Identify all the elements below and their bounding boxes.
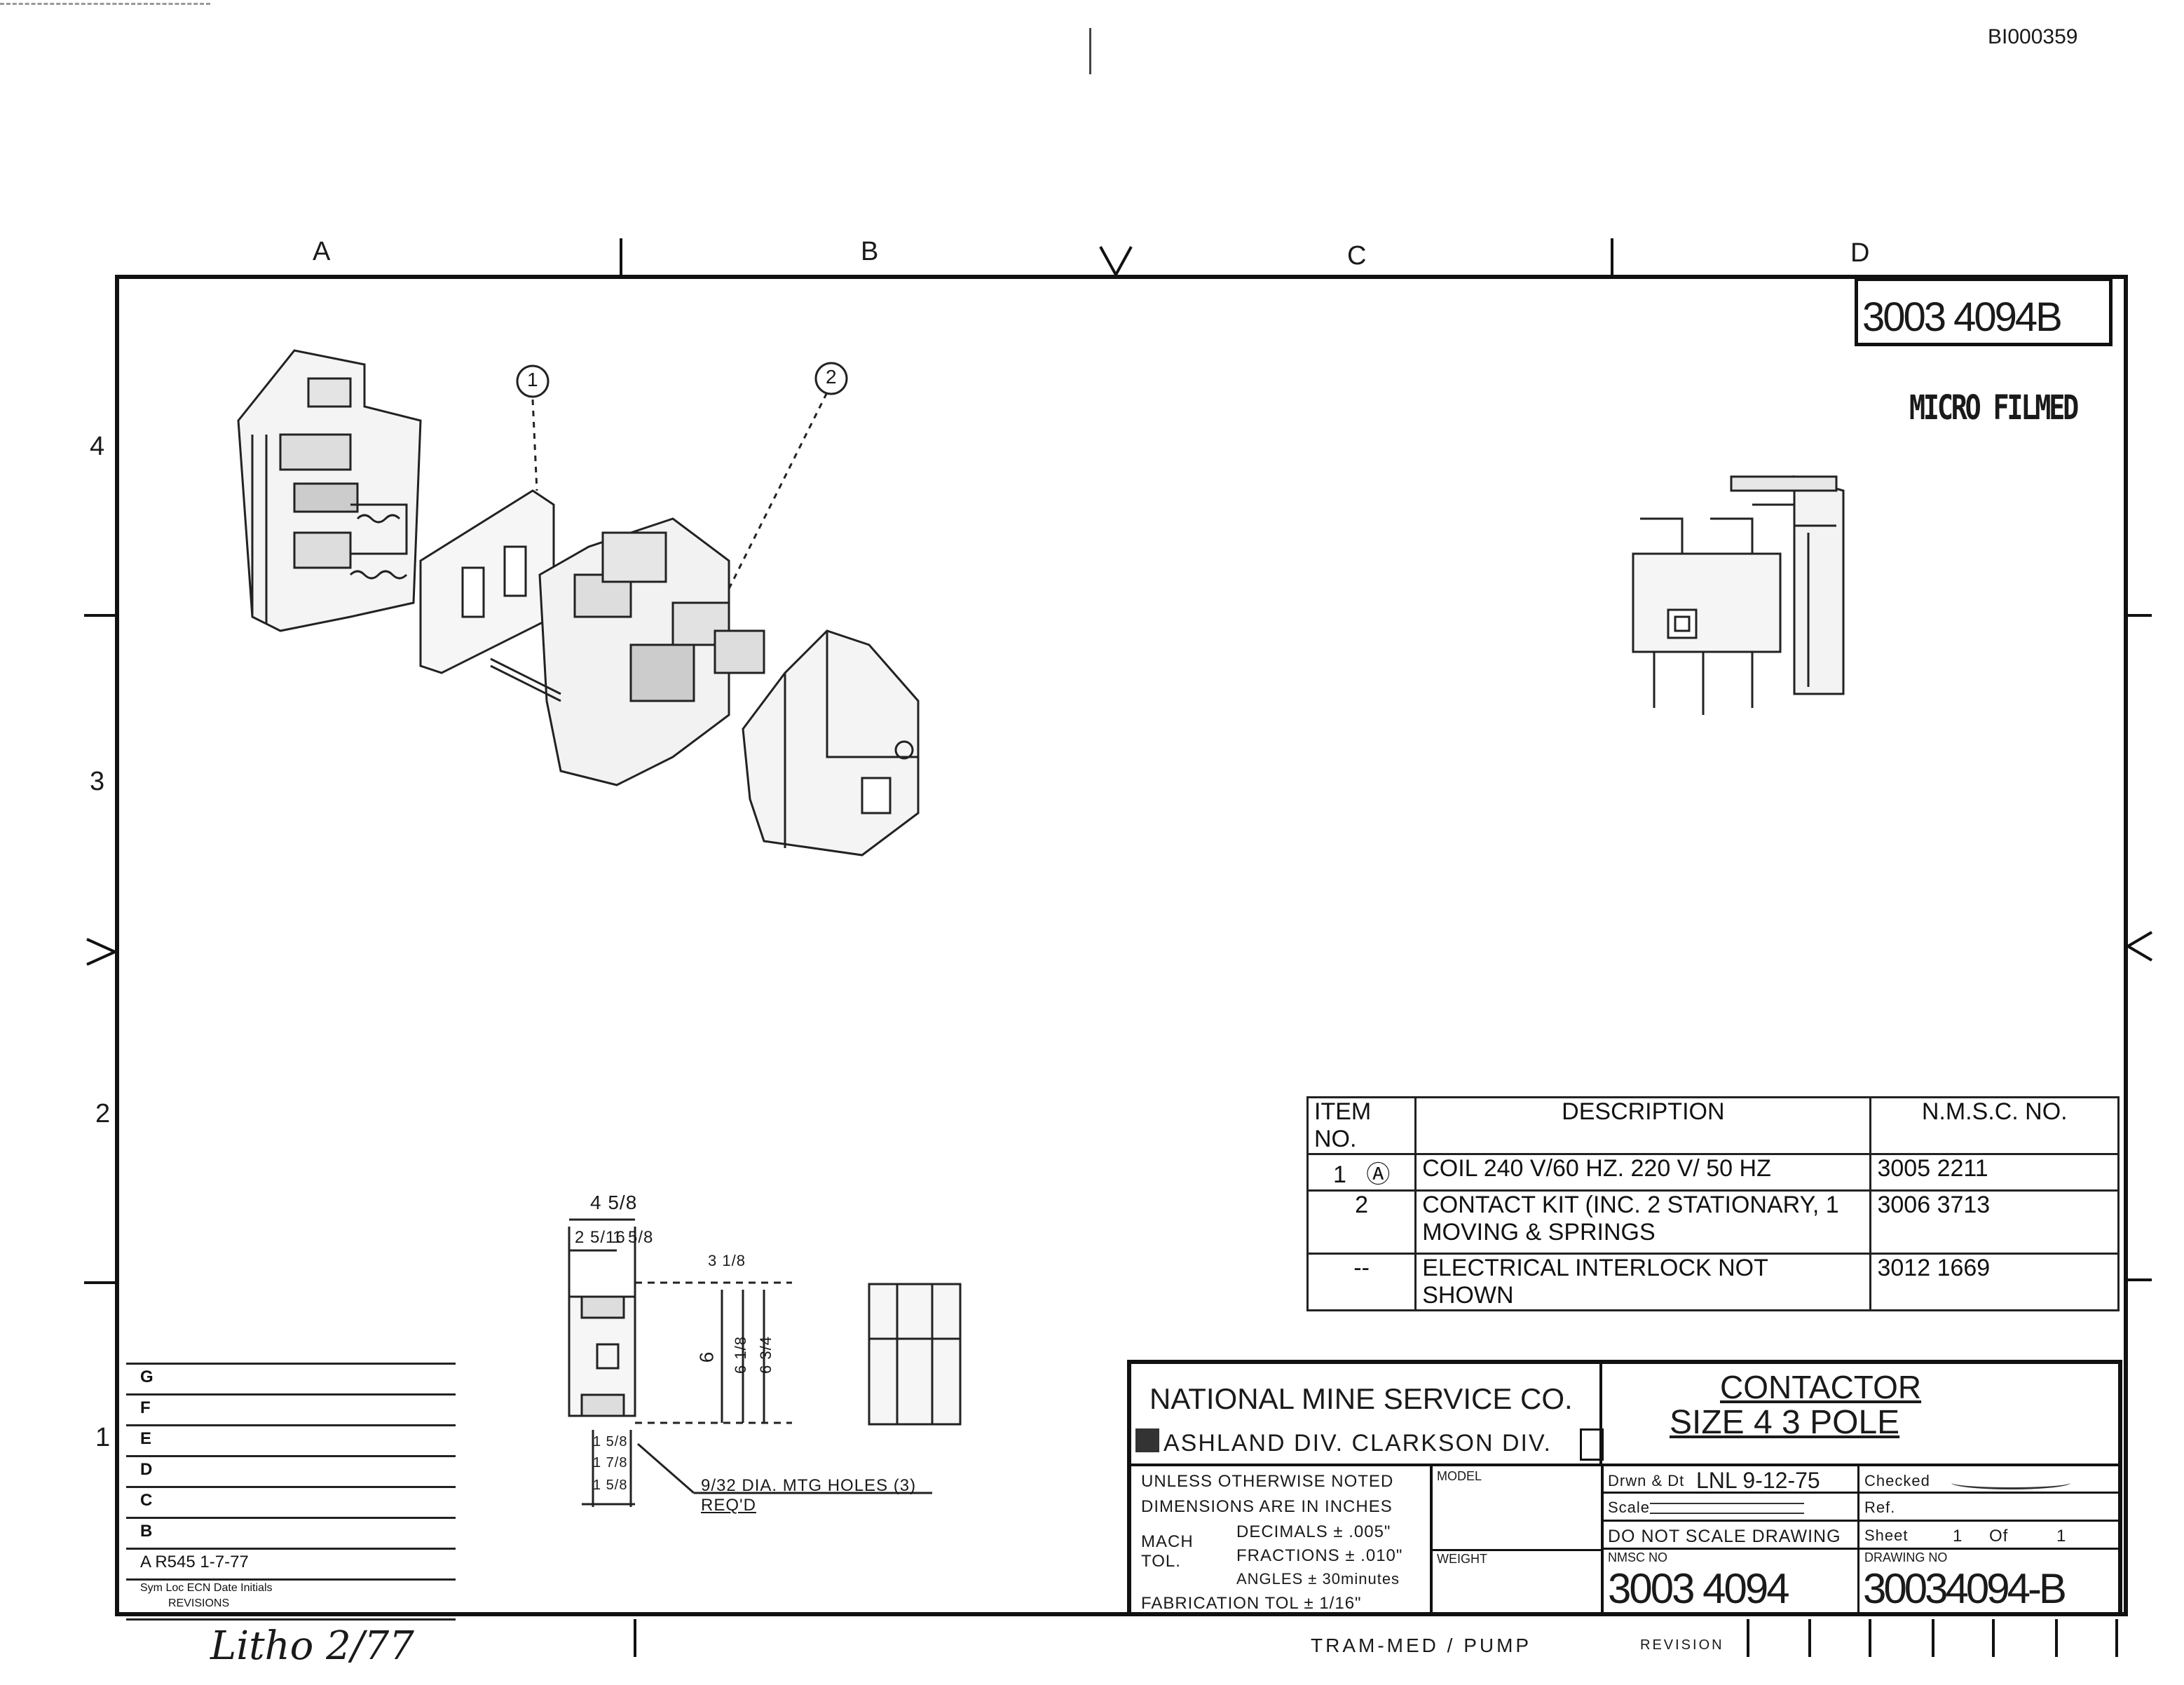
fabrication-tolerance: FABRICATION TOL ± 1/16" xyxy=(1141,1594,1362,1613)
scale-label: Scale xyxy=(1608,1499,1651,1516)
bom-header-number: N.M.S.C. NO. xyxy=(1869,1096,2120,1155)
bom-description: COIL 240 V/60 HZ. 220 V/ 50 HZ xyxy=(1414,1153,1872,1192)
dim-overall-width: 4 5/8 xyxy=(590,1192,638,1213)
dim-right-width: 1 5/8 xyxy=(613,1228,654,1247)
bom-row-3: -- ELECTRICAL INTERLOCK NOT SHOWN 3012 1… xyxy=(1306,1253,2120,1311)
of-value: 1 xyxy=(2056,1527,2067,1546)
revisions-block: G F E D C B A R545 1-7-77 Sym Loc ECN Da… xyxy=(126,1363,456,1621)
revision-row-f: F xyxy=(126,1393,456,1426)
dim-hole-2: 1 7/8 xyxy=(593,1455,628,1471)
bom-number: 3006 3713 xyxy=(1869,1189,2120,1255)
zone-row-3: 3 xyxy=(90,767,105,796)
tol-angles: ANGLES ± 30minutes xyxy=(1236,1570,1400,1588)
notes-cell xyxy=(1131,1466,1433,1616)
drawing-frame xyxy=(115,275,2128,1616)
bom-header-item: ITEM NO. xyxy=(1306,1096,1417,1155)
drawing-no-value: 30034094-B xyxy=(1863,1565,2067,1612)
revision-row-e: E xyxy=(126,1424,456,1457)
model-cell xyxy=(1430,1466,1604,1616)
bom-header-description: DESCRIPTION xyxy=(1414,1096,1872,1155)
dim-left-width: 2 5/16 xyxy=(575,1228,626,1247)
notes-line-2: DIMENSIONS ARE IN INCHES xyxy=(1141,1497,1393,1516)
model-label: MODEL xyxy=(1437,1469,1482,1483)
microfilmed-stamp: MICRO FILMED xyxy=(1909,388,2079,428)
zone-col-b: B xyxy=(861,237,879,266)
balloon-2-label: 2 xyxy=(826,366,837,388)
division-logo xyxy=(1135,1428,1159,1452)
info-grid xyxy=(1601,1464,2122,1616)
company-cell xyxy=(1131,1364,1602,1466)
mach-tol-label: MACH TOL. xyxy=(1141,1532,1194,1571)
bom-item: -- xyxy=(1306,1253,1417,1311)
drawn-value: LNL 9-12-75 xyxy=(1696,1468,1820,1493)
zone-col-a: A xyxy=(313,237,331,266)
bom-description: ELECTRICAL INTERLOCK NOT SHOWN xyxy=(1414,1253,1872,1311)
tram-note: TRAM-MED / PUMP xyxy=(1311,1635,1532,1656)
checked-label: Checked xyxy=(1864,1472,1930,1489)
scan-artifact xyxy=(0,3,210,8)
scale-lines xyxy=(1650,1503,1804,1514)
revision-row-b: B xyxy=(126,1517,456,1550)
bom-number: 3012 1669 xyxy=(1869,1253,2120,1311)
weight-label: WEIGHT xyxy=(1437,1552,1487,1566)
bom-number: 3005 2211 xyxy=(1869,1153,2120,1192)
nmsc-value: 3003 4094 xyxy=(1608,1565,1790,1612)
checked-signature xyxy=(1951,1476,2070,1489)
dim-hole-3: 1 5/8 xyxy=(593,1478,628,1493)
division-names: ASHLAND DIV. CLARKSON DIV. xyxy=(1163,1430,1552,1457)
bom-header-row: ITEM NO. DESCRIPTION N.M.S.C. NO. xyxy=(1306,1096,2120,1155)
do-not-scale-note: DO NOT SCALE DRAWING xyxy=(1608,1527,1841,1546)
ref-label: Ref. xyxy=(1864,1499,1896,1516)
zone-col-d: D xyxy=(1850,238,1870,268)
mounting-holes-note: 9/32 DIA. MTG HOLES (3) REQ'D xyxy=(701,1476,917,1515)
bom-item: 2 xyxy=(1306,1189,1417,1255)
of-label: Of xyxy=(1989,1527,2009,1546)
revision-row-g: G xyxy=(126,1363,456,1396)
revision-row-d: D xyxy=(126,1455,456,1488)
tol-decimals: DECIMALS ± .005" xyxy=(1236,1522,1391,1541)
weight-divider xyxy=(1430,1549,1601,1551)
zone-row-1: 1 xyxy=(95,1423,111,1452)
drawing-no-label: DRAWING NO xyxy=(1864,1550,1948,1564)
title-line-1: CONTACTOR xyxy=(1720,1369,1922,1405)
document-id: BI000359 xyxy=(1988,25,2078,48)
nmsc-label: NMSC NO xyxy=(1608,1550,1667,1564)
sheet-label: Sheet xyxy=(1864,1527,1909,1544)
division-checkbox xyxy=(1580,1428,1604,1461)
center-tick xyxy=(1089,28,1091,74)
tol-fractions: FRACTIONS ± .010" xyxy=(1236,1546,1403,1565)
title-line-2: SIZE 4 3 POLE xyxy=(1670,1404,1900,1441)
sheet-value: 1 xyxy=(1953,1527,1963,1546)
handwritten-litho: Litho 2/77 xyxy=(210,1623,414,1669)
dim-hole-1: 1 5/8 xyxy=(593,1434,628,1449)
balloon-1-label: 1 xyxy=(527,369,538,390)
notes-line-1: UNLESS OTHERWISE NOTED xyxy=(1141,1472,1394,1491)
company-name: NATIONAL MINE SERVICE CO. xyxy=(1149,1382,1573,1415)
revision-row-a: A R545 1-7-77 xyxy=(126,1548,456,1581)
zone-row-4: 4 xyxy=(90,432,105,461)
revision-row-c: C xyxy=(126,1486,456,1519)
bom-description: CONTACT KIT (INC. 2 STATIONARY, 1 MOVING… xyxy=(1414,1189,1872,1255)
drawing-number-text: 3003 4094B xyxy=(1862,294,2063,340)
zone-col-c: C xyxy=(1347,241,1367,271)
revision-footer: Sym Loc ECN Date Initials REVISIONS xyxy=(126,1578,456,1621)
bill-of-materials: ITEM NO. DESCRIPTION N.M.S.C. NO. 1 Ⓐ CO… xyxy=(1306,1096,2120,1311)
drawn-label: Drwn & Dt xyxy=(1608,1472,1685,1489)
dim-top-offset: 3 1/8 xyxy=(708,1252,746,1269)
zone-row-2: 2 xyxy=(95,1099,111,1128)
title-block: NATIONAL MINE SERVICE CO. ASHLAND DIV. C… xyxy=(1127,1360,2122,1616)
bom-row-1: 1 Ⓐ COIL 240 V/60 HZ. 220 V/ 50 HZ 3005 … xyxy=(1306,1153,2120,1192)
bom-item: 1 Ⓐ xyxy=(1306,1153,1417,1192)
bom-row-2: 2 CONTACT KIT (INC. 2 STATIONARY, 1 MOVI… xyxy=(1306,1189,2120,1255)
revision-label: REVISION xyxy=(1640,1637,1724,1653)
drawing-number-box: 3003 4094B xyxy=(1855,278,2113,346)
